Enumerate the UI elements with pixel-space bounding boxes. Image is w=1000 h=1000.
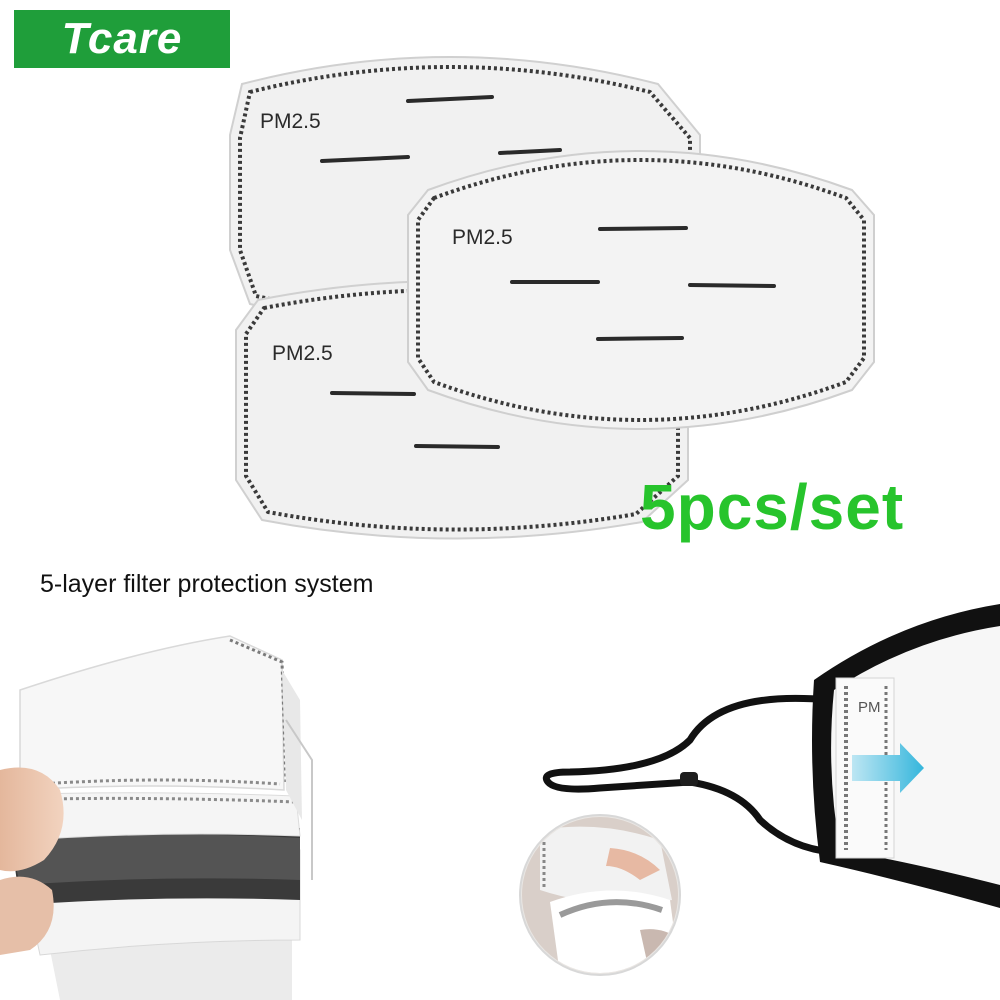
filter-insert-inset [519, 814, 681, 976]
feature-caption: 5-layer filter protection system [40, 570, 374, 598]
filter-label: PM2.5 [272, 342, 333, 365]
arrow-right-icon [852, 743, 924, 793]
mask-with-filter-photo: PM [542, 604, 1000, 908]
filter-label: PM2.5 [452, 226, 513, 249]
brand-badge: Tcare [14, 10, 230, 68]
filter-pad-front: PM2.5 [407, 150, 875, 430]
filter-label: PM2.5 [260, 110, 321, 133]
brand-logo-text: Tcare [61, 14, 183, 63]
quantity-label: 5pcs/set [640, 471, 905, 543]
filter-inset-label: PM [858, 699, 881, 716]
layered-filter-photo [0, 635, 313, 1000]
